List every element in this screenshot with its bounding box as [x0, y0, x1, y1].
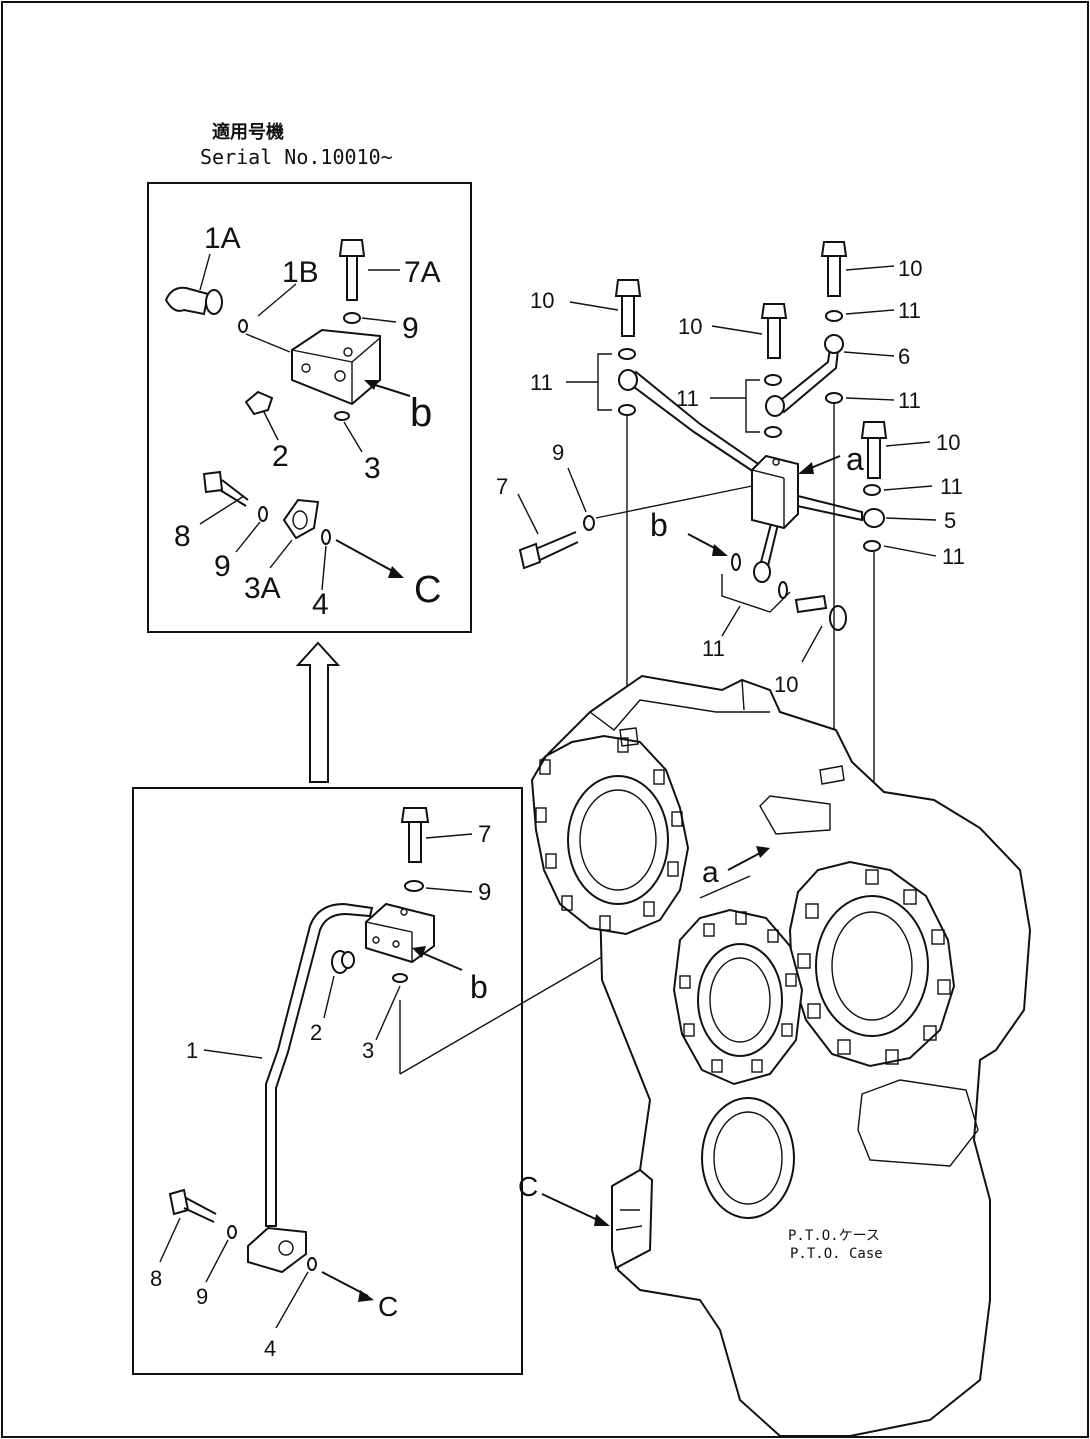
bolt-10-c — [820, 241, 848, 297]
label-5: 5 — [944, 508, 956, 533]
washer-9-lower-b — [227, 1225, 237, 1239]
washer-11-d — [764, 426, 782, 438]
applicable-models-title: 適用号機 — [212, 121, 284, 142]
label-7A: 7A — [404, 256, 441, 289]
label-a-housing: a — [702, 856, 719, 889]
label-9-main: 9 — [552, 440, 564, 465]
upper-inset: 1A 1B 7A 9 b 2 3 8 9 3A 4 C — [147, 182, 472, 633]
label-10-a: 10 — [530, 288, 554, 313]
washer-11-b — [618, 404, 636, 416]
bolt-8-lower — [168, 1188, 217, 1223]
washer-9-main — [583, 515, 595, 531]
o-ring-3-lower — [392, 973, 408, 983]
label-4-lower: 4 — [264, 1336, 276, 1361]
label-a-top: a — [846, 441, 864, 477]
label-10-e: 10 — [774, 672, 798, 697]
flange-3A — [282, 498, 320, 540]
label-11-f: 11 — [942, 544, 965, 569]
bolt-7A — [338, 239, 366, 301]
label-1B: 1B — [282, 256, 319, 289]
label-11-a: 11 — [530, 370, 553, 395]
distribution-block — [751, 454, 799, 530]
pto-housing — [530, 674, 1032, 1437]
label-1-lower: 1 — [186, 1038, 198, 1063]
bolt-7-main — [518, 531, 579, 570]
washer-11-a — [618, 348, 636, 360]
label-3-upper: 3 — [364, 452, 381, 485]
bolt-10-a — [614, 279, 642, 337]
serial-number-label: Serial No.10010~ — [200, 145, 393, 169]
bolt-7-lower — [400, 807, 430, 863]
upper-inset-frame — [147, 182, 472, 633]
main-assembly: 10 10 10 10 10 11 11 11 11 11 11 11 6 5 … — [496, 241, 1032, 1437]
label-4-upper: 4 — [312, 588, 329, 621]
label-11-c: 11 — [898, 298, 921, 323]
label-b-main: b — [650, 507, 668, 543]
flange-block-lower — [247, 1226, 307, 1274]
label-b-upper: b — [410, 391, 432, 435]
label-9b-lower: 9 — [196, 1284, 208, 1309]
bolt-10-d — [860, 421, 888, 479]
label-11-d: 11 — [898, 388, 921, 413]
label-10-c: 10 — [898, 256, 922, 281]
o-ring-3-upper — [334, 411, 350, 421]
label-C-lower: C — [378, 1291, 398, 1322]
o-ring-4-upper — [321, 529, 331, 545]
label-C-main: C — [518, 1171, 538, 1202]
pto-case-label-jp: P.T.O.ケース — [788, 1228, 880, 1244]
washer-9-upper — [343, 312, 361, 324]
o-ring-4-lower — [307, 1257, 317, 1271]
label-11-b: 11 — [676, 386, 699, 411]
label-9-upper: 9 — [402, 312, 419, 345]
bolt-10-b — [760, 303, 788, 359]
washer-11-h — [863, 540, 881, 552]
washer-9-lower — [404, 880, 424, 892]
bolt-8-upper — [202, 470, 249, 507]
washer-11-e — [825, 310, 843, 322]
label-7-main: 7 — [496, 474, 508, 499]
label-3A: 3A — [244, 572, 281, 605]
label-C-upper: C — [414, 569, 441, 611]
label-11-e: 11 — [940, 474, 963, 499]
pipe-5 — [786, 492, 863, 522]
label-10-d: 10 — [936, 430, 960, 455]
elbow-fitting-1A — [164, 286, 223, 316]
washer-9-upper-b — [258, 506, 268, 522]
pipe-1 — [265, 902, 374, 1227]
label-6: 6 — [898, 344, 910, 369]
label-3-lower: 3 — [362, 1038, 374, 1063]
label-10-b: 10 — [678, 314, 702, 339]
lower-inset: 7 9 b 2 3 1 8 9 4 C — [132, 787, 749, 1375]
valve-block-upper — [291, 328, 381, 406]
up-arrow — [295, 641, 341, 783]
plug-2-lower — [331, 950, 355, 974]
label-2-upper: 2 — [272, 440, 289, 473]
o-ring-1B — [238, 319, 248, 333]
pto-case-label-en: P.T.O. Case — [790, 1246, 883, 1262]
plug-2-upper — [244, 390, 274, 416]
label-2-lower: 2 — [310, 1020, 322, 1045]
washer-11-i — [731, 553, 741, 571]
washer-11-c — [764, 374, 782, 386]
label-8-upper: 8 — [174, 520, 191, 553]
bolt-10-e — [794, 594, 847, 631]
label-1A: 1A — [204, 222, 241, 255]
label-7-lower: 7 — [478, 821, 491, 848]
washer-11-g — [863, 484, 881, 496]
washer-11-f — [825, 392, 843, 404]
label-9b-upper: 9 — [214, 550, 231, 583]
label-11-g: 11 — [702, 636, 725, 661]
pipe-down — [758, 518, 780, 567]
label-9-lower: 9 — [478, 879, 491, 906]
label-8-lower: 8 — [150, 1266, 162, 1291]
lower-inset-frame — [132, 787, 523, 1375]
label-b-lower: b — [470, 969, 488, 1005]
washer-11-j — [778, 581, 788, 599]
